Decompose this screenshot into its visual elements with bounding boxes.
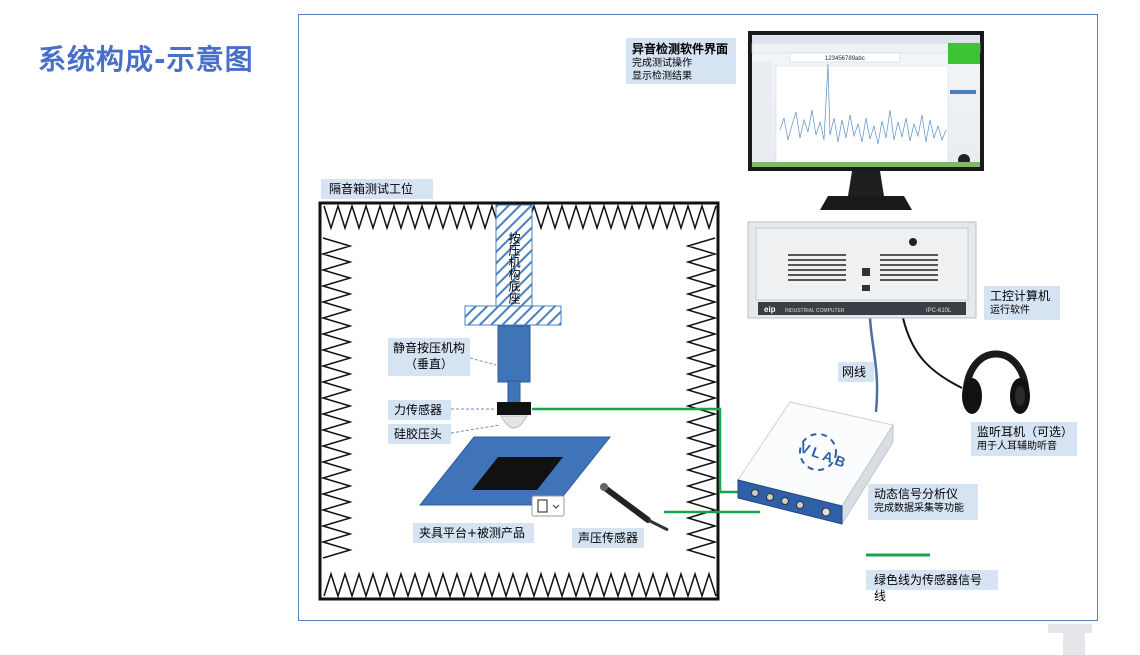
ipc-sub: 运行软件 xyxy=(990,305,1030,316)
press-base-label: 按压机构底座 xyxy=(507,232,521,304)
ipc-title: 工控计算机 xyxy=(990,289,1051,303)
monitor-sn: 123456789abc xyxy=(825,56,865,62)
legend-label: 绿色线为传感器信号线 xyxy=(866,570,998,603)
booth-bottom-foam xyxy=(323,571,717,599)
decor-mark xyxy=(1048,624,1092,655)
ipc-model-text: INDUSTRIAL COMPUTER xyxy=(785,308,845,314)
network-cable xyxy=(868,317,879,413)
silicone-head-shape xyxy=(500,415,528,429)
booth-label: 隔音箱测试工位 xyxy=(321,179,433,199)
force-sensor-block xyxy=(497,402,531,415)
software-title: 异音检测软件界面 xyxy=(632,42,729,56)
software-line1: 完成测试操作 xyxy=(632,58,692,69)
headphone-label: 监听耳机（可选） 用于人耳辅助听音 xyxy=(971,422,1077,456)
ipc-brand: eip xyxy=(764,305,776,314)
press-base xyxy=(464,204,562,326)
headphone-cable xyxy=(902,317,963,389)
mechanism-line2: （垂直） xyxy=(404,357,453,371)
software-label: 异音检测软件界面 完成测试操作 显示检测结果 xyxy=(626,38,736,84)
software-line2: 显示检测结果 xyxy=(632,71,692,82)
mechanism-label: 静音按压机构 （垂直） xyxy=(388,338,470,376)
industrial-pc xyxy=(747,221,977,319)
signal-analyzer xyxy=(737,401,894,526)
analyzer-sub: 完成数据采集等功能 xyxy=(874,503,964,514)
force-sensor-label: 力传感器 xyxy=(388,400,451,420)
fixture-label: 夹具平台+被测产品 xyxy=(413,523,534,543)
booth-left-foam xyxy=(320,237,353,559)
microphone xyxy=(600,483,669,532)
page-title: 系统构成-示意图 xyxy=(38,43,254,76)
headphone-title: 监听耳机（可选） xyxy=(977,425,1074,439)
mic-label: 声压传感器 xyxy=(572,528,644,548)
leader-lines xyxy=(450,357,501,434)
analyzer-label: 动态信号分析仪 完成数据采集等功能 xyxy=(868,484,978,520)
fixture-platform xyxy=(418,436,612,517)
booth-right-foam xyxy=(685,237,718,559)
headphones xyxy=(962,350,1030,414)
press-mechanism xyxy=(497,325,531,429)
headphone-sub: 用于人耳辅助听音 xyxy=(977,441,1057,452)
diagram-frame xyxy=(298,14,1098,621)
silicone-head-label: 硅胶压头 xyxy=(388,424,451,444)
ipc-label: 工控计算机 运行软件 xyxy=(984,286,1060,320)
analyzer-title: 动态信号分析仪 xyxy=(874,487,959,501)
ipc-model: IPC-610L xyxy=(926,308,952,314)
network-label: 网线 xyxy=(838,362,874,382)
monitor xyxy=(748,31,984,210)
mechanism-line1: 静音按压机构 xyxy=(392,341,465,355)
